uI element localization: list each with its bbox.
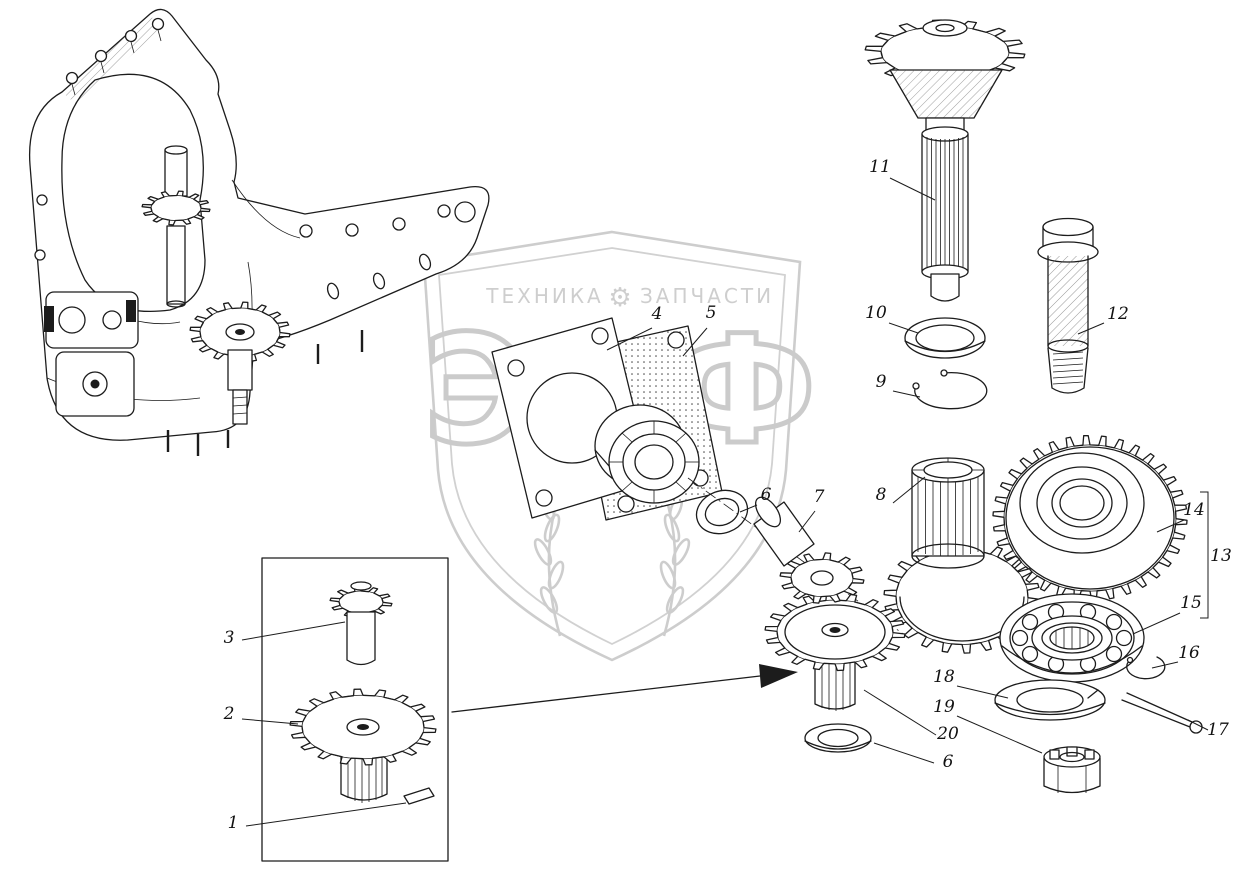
- callout-6b: 6: [943, 752, 954, 772]
- callout-numbers: 11 10 9 12 4 5 6 7 8 14 13 15 16 17 18 1…: [223, 157, 1232, 833]
- callout-11: 11: [869, 157, 891, 177]
- bearing-coupler-on-plate-5: [594, 404, 700, 504]
- bevel-pinion-part-7: [753, 496, 865, 604]
- callout-18: 18: [933, 667, 955, 687]
- housing-inner-opening: [61, 73, 206, 313]
- castle-nut-part-19: [1043, 746, 1101, 794]
- callout-13: 13: [1210, 546, 1232, 566]
- ball-bearing-part-15: [999, 593, 1145, 683]
- gearbox-housing: [28, 8, 490, 456]
- tab-washer-part-18: [994, 679, 1106, 721]
- lock-washer-part-16: [1126, 656, 1166, 680]
- detail-box-group: [261, 557, 449, 862]
- snap-ring-part-9: [912, 369, 988, 410]
- callout-16: 16: [1178, 643, 1200, 663]
- callout-20: 20: [936, 724, 959, 744]
- callout-10: 10: [865, 303, 887, 323]
- callout-leader-lines: [241, 177, 1209, 827]
- housing-bolt-holes: [34, 17, 476, 300]
- callout-15: 15: [1180, 593, 1202, 613]
- housing-shackle-bracket: [44, 291, 139, 417]
- seal-ring-part-6: [695, 489, 749, 535]
- housing-internal-gears: [141, 145, 291, 425]
- callout-3: 3: [224, 628, 235, 648]
- callout-19: 19: [933, 697, 955, 717]
- assembly-bracket-13: [1200, 491, 1209, 619]
- callout-2: 2: [223, 704, 235, 724]
- detail-box-frame: [261, 557, 449, 862]
- callout-1: 1: [228, 813, 239, 833]
- callout-9: 9: [876, 372, 887, 392]
- watermark-gear-icon: ⚙: [608, 283, 631, 313]
- spur-gear-part-2: [289, 688, 437, 803]
- cotter-pin-part-17: [1121, 692, 1203, 734]
- washer-part-6b: [804, 723, 872, 753]
- driven-gear-part-14: [992, 434, 1188, 602]
- callout-17: 17: [1207, 720, 1229, 740]
- splined-hub-gear-part-8: [883, 457, 1041, 654]
- bevel-pinion-part-3: [329, 581, 393, 666]
- cover-plates-group: [491, 317, 723, 521]
- callout-4: 4: [651, 304, 663, 324]
- callout-6a: 6: [761, 485, 772, 505]
- callout-8: 8: [876, 485, 887, 505]
- pin-part-1: [403, 787, 435, 805]
- callout-12: 12: [1107, 304, 1129, 324]
- watermark-brand-right: ЗАПЧАСТИ: [640, 284, 774, 308]
- assembly-direction-arrow: [451, 664, 798, 713]
- housing-studs: [166, 330, 364, 456]
- bevel-gear-shaft-part-11: [864, 19, 1026, 302]
- callout-7: 7: [814, 487, 825, 507]
- spur-gear-part-20: [764, 592, 906, 711]
- callout-5: 5: [706, 303, 717, 323]
- watermark-brand-left: ТЕХНИКА: [485, 284, 603, 308]
- bolt-part-12: [1037, 217, 1099, 394]
- callout-14: 14: [1183, 500, 1205, 520]
- spacer-ring-part-10: [904, 317, 986, 359]
